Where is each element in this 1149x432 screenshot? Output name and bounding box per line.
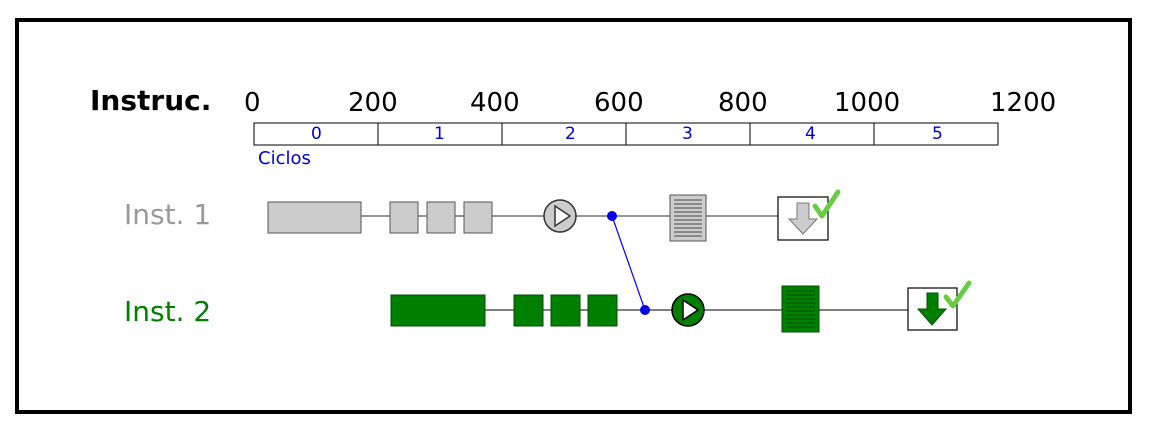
inst1-pipeline	[267, 189, 841, 242]
inst2-checkmark-icon	[943, 280, 972, 309]
inst2-fetch-block	[390, 294, 486, 327]
tick-label-1200: 1200	[990, 88, 1057, 118]
cycle-label-2: 2	[565, 124, 576, 144]
inst2-register-square-1	[513, 294, 544, 327]
inst1-writeback-arrow-icon	[787, 202, 819, 235]
tick-label-0: 0	[244, 88, 261, 118]
cycle-label-0: 0	[311, 124, 322, 144]
inst2-play-triangle	[682, 298, 700, 322]
forwarding-dot-target	[640, 305, 650, 315]
inst2-label: Inst. 2	[124, 295, 212, 328]
inst2-pipeline	[390, 280, 972, 333]
inst1-register-square-1	[389, 201, 419, 234]
inst1-register-square-2	[426, 201, 456, 234]
tick-label-800: 800	[718, 88, 768, 118]
cycles-caption: Ciclos	[258, 148, 311, 169]
tick-label-400: 400	[470, 88, 520, 118]
inst1-memory-page-icon	[669, 194, 707, 242]
forwarding-dot-source	[607, 211, 617, 221]
inst2-writeback-arrow-icon	[916, 292, 948, 326]
cycle-label-5: 5	[932, 124, 943, 144]
tick-label-600: 600	[594, 88, 644, 118]
cycle-bar	[253, 122, 999, 146]
tick-label-200: 200	[348, 88, 398, 118]
cycle-cell-2	[501, 122, 627, 146]
inst1-fetch-block	[267, 201, 362, 234]
cycle-label-4: 4	[805, 124, 816, 144]
inst2-register-square-3	[587, 294, 618, 327]
inst2-register-square-2	[550, 294, 581, 327]
inst1-register-square-3	[463, 201, 493, 234]
inst2-memory-lines	[786, 290, 815, 328]
inst1-label: Inst. 1	[124, 198, 212, 231]
inst1-play-triangle	[554, 204, 572, 228]
inst1-checkmark-icon	[812, 189, 841, 219]
inst2-memory-page-icon	[781, 285, 820, 333]
tick-label-1000: 1000	[834, 88, 901, 118]
inst1-memory-lines	[674, 199, 702, 237]
instructions-title: Instruc.	[90, 84, 212, 117]
forwarding-path	[607, 211, 650, 315]
cycle-label-3: 3	[682, 124, 693, 144]
cycle-cell-5	[873, 122, 999, 146]
forwarding-line	[611, 215, 646, 311]
cycle-label-1: 1	[434, 124, 445, 144]
